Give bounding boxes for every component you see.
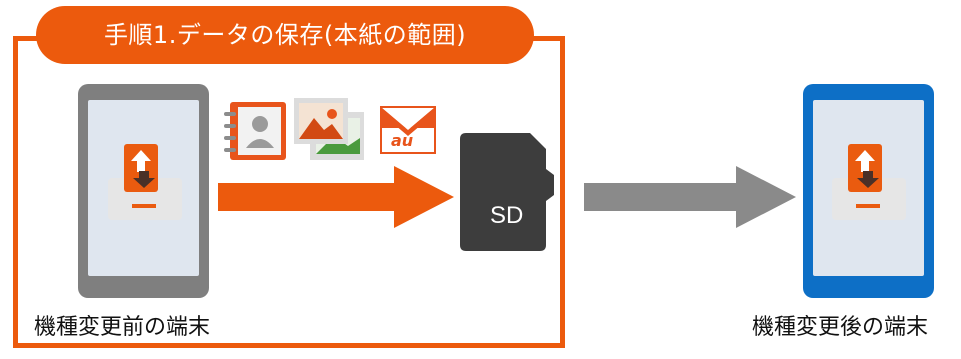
save-arrow [218, 166, 454, 228]
mail-icon [380, 106, 436, 154]
photos-icon [294, 98, 364, 160]
new-device-label: 機種変更後の端末 [752, 315, 929, 340]
backup-app-icon [108, 144, 182, 220]
old-device-label: 機種変更前の端末 [34, 315, 211, 340]
transfer-arrow [584, 166, 796, 228]
step-title: 手順1.データの保存(本紙の範囲) [36, 6, 534, 64]
sd-card-icon [460, 133, 554, 251]
sd-card-label: SD [490, 202, 524, 229]
contacts-icon [224, 102, 286, 160]
backup-app-icon-new [832, 144, 906, 220]
mail-icon-text: au [391, 131, 414, 150]
